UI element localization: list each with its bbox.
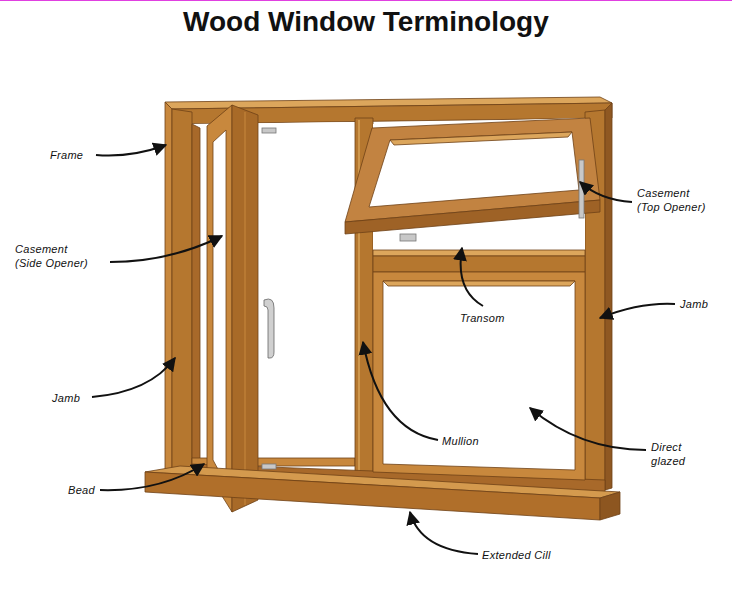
part-label: Bead <box>68 483 95 497</box>
leader-arrows <box>92 145 675 554</box>
diagram-title: Wood Window Terminology <box>183 6 549 38</box>
part-label: Direct glazed <box>651 440 703 468</box>
part-label: Casement (Side Opener) <box>15 242 91 270</box>
part-label: Extended Cill <box>482 548 551 562</box>
part-label: Jamb <box>680 297 708 311</box>
part-label: Jamb <box>52 391 80 405</box>
part-label: Frame <box>50 148 83 162</box>
part-label: Casement (Top Opener) <box>637 186 709 214</box>
part-label: Mullion <box>442 434 479 448</box>
window-drawing <box>145 97 620 520</box>
part-label: Transom <box>460 311 505 325</box>
top-rule <box>0 0 732 1</box>
